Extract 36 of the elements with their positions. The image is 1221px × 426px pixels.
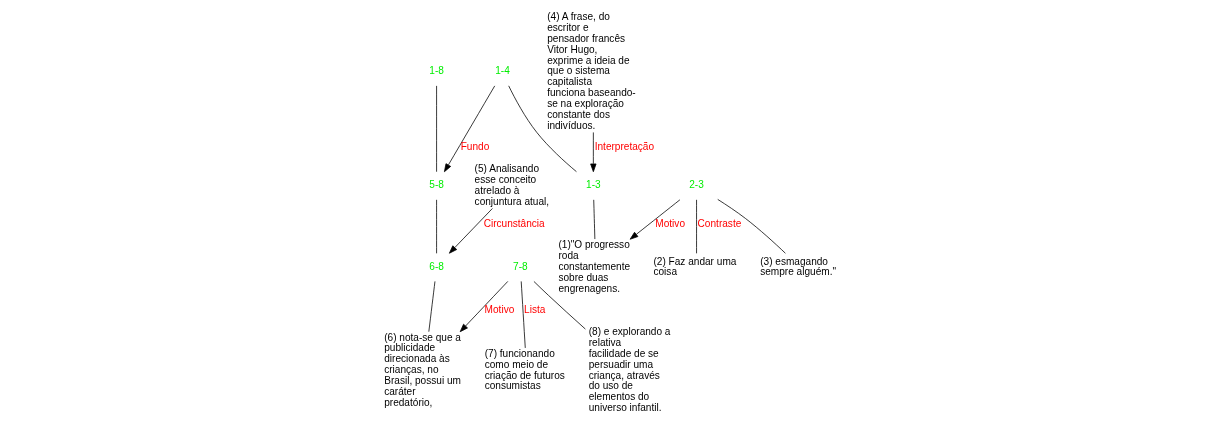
node-text: (8) e explorando a relativa facilidade de se persuadir uma criança, através do uso de elementos do universo infantil. xyxy=(588,326,670,414)
node-text: (2) Faz andar uma coisa xyxy=(652,255,736,278)
connector xyxy=(592,199,595,240)
connector xyxy=(695,199,697,254)
node-text: 1-3 xyxy=(585,179,601,191)
arrow xyxy=(448,208,493,254)
connector xyxy=(507,85,577,173)
node-text: 2-3 xyxy=(688,179,704,191)
node-text: 1-8 xyxy=(428,65,444,77)
node-text: 1-4 xyxy=(494,65,510,77)
node-text: (4) A frase, do escritor e pensador francês Vitor Hugo, exprime a ideia de que o sistema capitalista funciona baseando-se na exploração constante dos indivíduos. xyxy=(546,11,636,131)
edge-label: Contraste xyxy=(697,217,741,229)
arrow xyxy=(459,281,508,333)
connector xyxy=(435,85,437,173)
edge-label: Fundo xyxy=(460,141,489,153)
edge-label: Circunstância xyxy=(483,217,545,229)
connector xyxy=(520,281,526,349)
edge-label: Motivo xyxy=(484,304,514,316)
arrow xyxy=(629,199,680,240)
node-text: (6) nota-se que a publicidade direcionada às crianças, no Brasil, possui um caráter predatório, xyxy=(383,331,461,408)
connector xyxy=(716,199,786,254)
connector xyxy=(533,281,586,330)
edge-label: Motivo xyxy=(654,217,685,229)
node-text: (5) Analisando esse conceito atrelado à conjuntura atual, xyxy=(474,163,549,207)
node-text: 5-8 xyxy=(428,179,444,191)
edge-label: Interpretação xyxy=(594,141,654,153)
edge-label: Lista xyxy=(523,304,545,316)
arrow xyxy=(589,132,596,173)
connector xyxy=(427,281,435,333)
arrow xyxy=(443,85,495,173)
node-text: (7) funcionando como meio de criação de futuros consumistas xyxy=(484,347,565,392)
node-text: (1)"O progresso roda constantemente sobre duas engrenagens. xyxy=(557,239,630,294)
node-text: 7-8 xyxy=(512,260,528,272)
node-text: 6-8 xyxy=(428,260,444,272)
node-text: (3) esmagando sempre alguém." xyxy=(759,255,836,278)
connector xyxy=(435,199,437,254)
